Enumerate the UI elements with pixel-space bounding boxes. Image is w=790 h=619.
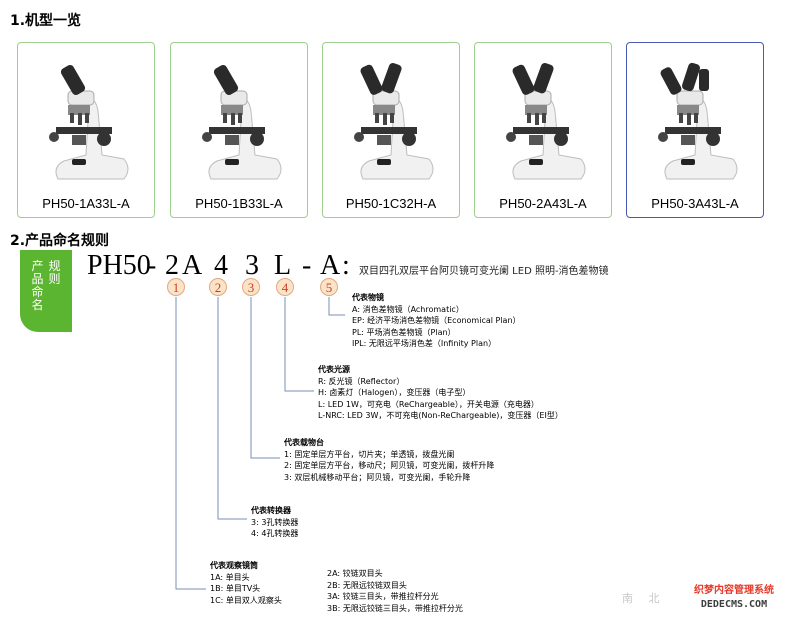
model-card[interactable]: PH50-1B33L-A [170, 42, 308, 218]
model-name: PH50-1A33L-A [42, 196, 130, 211]
group-title: 代表载物台 [284, 438, 324, 447]
model-card[interactable]: PH50-3A43L-A [626, 42, 764, 218]
group-item: 2: 固定单层方平台，移动尺；阿贝镜，可变光阑，拨杆升降 [284, 461, 495, 470]
model-name: PH50-3A43L-A [651, 196, 739, 211]
microscope-image [28, 51, 144, 187]
group-stage: 代表载物台 1: 固定单层方平台，切片夹；单透镜，拨盘光阑 2: 固定单层方平台… [284, 437, 494, 483]
model-code-light: L [274, 250, 292, 281]
model-code-nosepiece: 4 [214, 250, 228, 281]
model-code-colon: : [342, 250, 350, 281]
microscope-icon [49, 64, 129, 180]
microscope-icon [658, 62, 738, 180]
group-item: 3: 3孔转换器 [251, 517, 299, 527]
marker-5: 5 [320, 278, 338, 296]
microscope-icon [202, 64, 282, 180]
model-description: 双目四孔双层平台阿贝镜可变光阑 LED 照明-消色差物镜 [359, 266, 609, 277]
group-item: 1C: 单目双人观察头 [210, 595, 282, 605]
marker-4: 4 [276, 278, 294, 296]
model-code-dash: - [147, 250, 157, 281]
marker-3: 3 [242, 278, 260, 296]
group-light: 代表光源 R: 反光镜（Reflector） H: 卤素灯（Halogen），变… [318, 364, 563, 422]
model-name: PH50-2A43L-A [499, 196, 587, 211]
tag-text-product-naming: 产品命名 [31, 259, 44, 312]
group-item: 3: 双层机械移动平台；阿贝镜，可变光阑，手轮升降 [284, 472, 471, 482]
group-item: 4: 4孔转换器 [251, 529, 299, 538]
group-nosepiece: 代表转换器 3: 3孔转换器 4: 4孔转换器 [251, 505, 298, 540]
model-card[interactable]: PH50-2A43L-A [474, 42, 612, 218]
group-title: 代表观察镜筒 [210, 561, 258, 570]
model-code-objective: A [320, 250, 341, 281]
naming-rule-tag: 产品命名 规则 [20, 250, 72, 332]
group-item: L: LED 1W，可充电（ReChargeable），开关电源（充电器） [318, 399, 539, 409]
model-card[interactable]: PH50-1C32H-A [322, 42, 460, 218]
model-code-head: 2 [165, 250, 179, 281]
group-head: 代表观察镜筒 1A: 单目头 1B: 单目TV头 1C: 单目双人观察头 [210, 560, 282, 606]
group-item: A: 消色差物镜（Achromatic） [352, 304, 464, 314]
model-code-head-variant: A [182, 250, 203, 281]
group-item: 1: 固定单层方平台，切片夹；单透镜，拨盘光阑 [284, 449, 455, 459]
group-item: R: 反光镜（Reflector） [318, 376, 405, 386]
group-item: 2B: 无限远铰链双目头 [327, 580, 407, 590]
watermark-logo: 织梦内容管理系统 DEDECMS.COM [681, 584, 787, 614]
model-name: PH50-1B33L-A [195, 196, 283, 211]
model-name: PH50-1C32H-A [345, 196, 437, 211]
group-item: IPL: 无限远平场消色差（Infinity Plan） [352, 339, 497, 348]
model-card[interactable]: PH50-1A33L-A [17, 42, 155, 218]
section-title-models: 1.机型一览 [10, 13, 82, 29]
microscope-image [637, 51, 753, 187]
marker-2: 2 [209, 278, 227, 296]
group-item: EP: 经济平场消色差物镜（Economical Plan） [352, 316, 521, 325]
microscope-image [181, 51, 297, 187]
section-title-naming: 2.产品命名规则 [10, 233, 110, 249]
microscope-icon [354, 62, 434, 180]
group-item: 1B: 单目TV头 [210, 584, 261, 593]
model-code-stage: 3 [245, 250, 259, 281]
group-item: 3A: 铰链三目头，带推拉杆分光 [327, 592, 439, 601]
microscope-image [333, 51, 449, 187]
watermark-faint: 南 北 [622, 592, 666, 605]
watermark-line-2: DEDECMS.COM [700, 599, 768, 610]
group-title: 代表物镜 [352, 293, 384, 302]
model-code-dash: - [302, 250, 312, 281]
microscope-icon [506, 62, 586, 180]
tag-text-rule: 规则 [48, 259, 61, 286]
watermark-line-1: 织梦内容管理系统 [694, 585, 774, 596]
group-item: 1A: 单目头 [210, 572, 250, 582]
group-objective: 代表物镜 A: 消色差物镜（Achromatic） EP: 经济平场消色差物镜（… [352, 292, 521, 350]
model-code-prefix: PH50 [87, 250, 151, 281]
group-head-continued: 2A: 铰链双目头 2B: 无限远铰链双目头 3A: 铰链三目头，带推拉杆分光 … [327, 568, 463, 614]
group-item: 2A: 铰链双目头 [327, 569, 383, 578]
group-title: 代表光源 [318, 365, 350, 374]
marker-1: 1 [167, 278, 185, 296]
group-item: L-NRC: LED 3W，不可充电(Non-ReChargeable)，变压器… [318, 411, 563, 420]
group-item: H: 卤素灯（Halogen），变压器（电子型） [318, 388, 471, 397]
group-item: 3B: 无限远铰链三目头，带推拉杆分光 [327, 603, 463, 613]
group-item: PL: 平场消色差物镜（Plan） [352, 327, 456, 337]
microscope-image [485, 51, 601, 187]
group-title: 代表转换器 [251, 506, 291, 515]
